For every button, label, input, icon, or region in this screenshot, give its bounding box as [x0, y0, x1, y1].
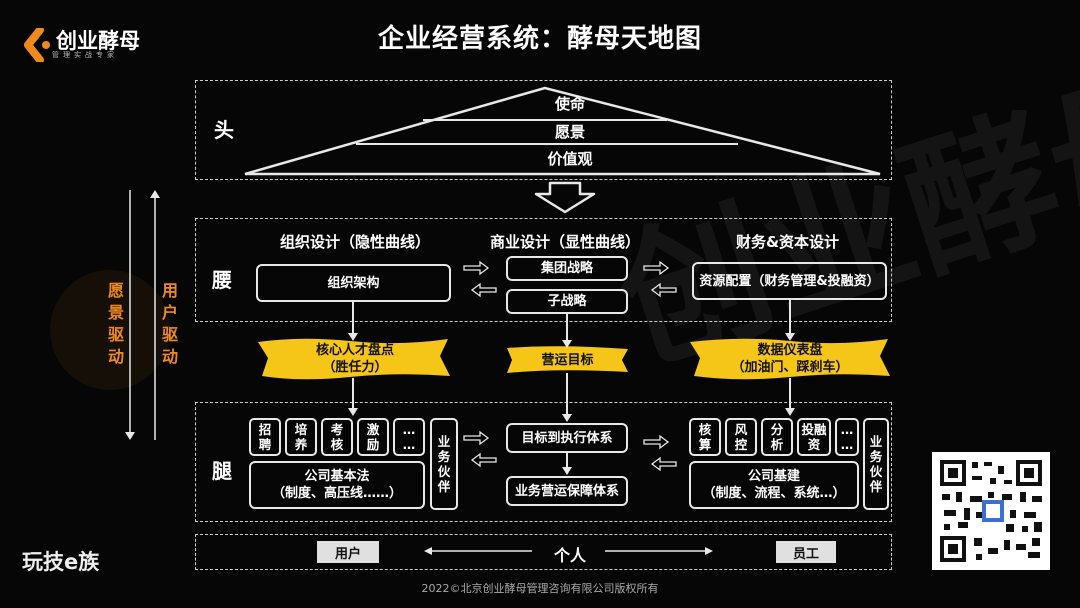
- fin-item-risk: 风 控: [725, 418, 757, 456]
- company-infra-box: 公司基建 （制度、流程、系统…）: [689, 461, 859, 509]
- brand-logo-icon: [22, 26, 52, 64]
- brand-name: 创业酵母: [56, 29, 140, 53]
- bottom-section: [195, 534, 892, 570]
- hr-item-assess: 考 核: [321, 418, 353, 456]
- ops-guarantee-box: 业务营运保障体系: [506, 476, 628, 506]
- org-structure-box: 组织架构: [256, 264, 451, 302]
- group-strategy-box: 集团战略: [506, 256, 628, 281]
- head-section: [195, 80, 892, 180]
- sub-strategy-box: 子战略: [506, 289, 628, 314]
- hr-item-train: 培 养: [285, 418, 317, 456]
- goal-execution-box: 目标到执行体系: [506, 423, 628, 453]
- side-label-vision-driven: 愿 景 驱 动: [107, 281, 124, 366]
- hr-item-incentive: 激 励: [357, 418, 389, 456]
- resource-allocation-box: 资源配置（财务管理&投融资）: [692, 262, 887, 300]
- head-level-vision: 愿景: [554, 123, 585, 141]
- hr-item-more: … …: [393, 418, 425, 456]
- leg-section: [195, 402, 892, 522]
- individual-label: 个人: [553, 546, 586, 565]
- user-label: 用户: [317, 541, 379, 563]
- copyright-footer: 2022©北京创业酵母管理咨询有限公司版权所有: [421, 582, 659, 595]
- head-level-values: 价值观: [547, 150, 593, 168]
- operation-target-banner: 营运目标: [541, 352, 594, 368]
- org-design-title: 组织设计（隐性曲线）: [279, 233, 430, 251]
- business-design-title: 商业设计（显性曲线）: [489, 233, 640, 251]
- fin-item-investment: 投融 资: [797, 418, 831, 456]
- page-title: 企业经营系统：酵母天地图: [377, 24, 702, 54]
- leg-label: 腿: [212, 459, 232, 483]
- waist-section: [195, 218, 892, 322]
- brand-logo: 创业酵母 管理实战专家: [22, 26, 140, 64]
- employee-label: 员工: [776, 541, 836, 563]
- partner-right-box: 业 务 伙 伴: [863, 418, 889, 510]
- data-dashboard-banner: 数据仪表盘 （加油门、踩刹车）: [731, 343, 849, 375]
- fin-item-more: … …: [835, 418, 859, 456]
- hr-item-recruit: 招 聘: [249, 418, 281, 456]
- talent-review-banner: 核心人才盘点 （胜任力）: [315, 343, 394, 375]
- fin-item-analysis: 分 析: [761, 418, 793, 456]
- side-label-user-driven: 用 户 驱 动: [161, 281, 178, 366]
- waist-label: 腰: [212, 268, 232, 292]
- fin-item-accounting: 核 算: [689, 418, 721, 456]
- partner-left-box: 业 务 伙 伴: [430, 418, 458, 510]
- finance-design-title: 财务&资本设计: [735, 233, 840, 251]
- site-watermark: 玩技e族: [22, 550, 100, 574]
- head-label: 头: [214, 118, 234, 142]
- head-level-mission: 使命: [554, 95, 585, 113]
- brand-tagline: 管理实战专家: [52, 51, 118, 59]
- company-basic-law-box: 公司基本法 （制度、高压线……）: [249, 461, 425, 509]
